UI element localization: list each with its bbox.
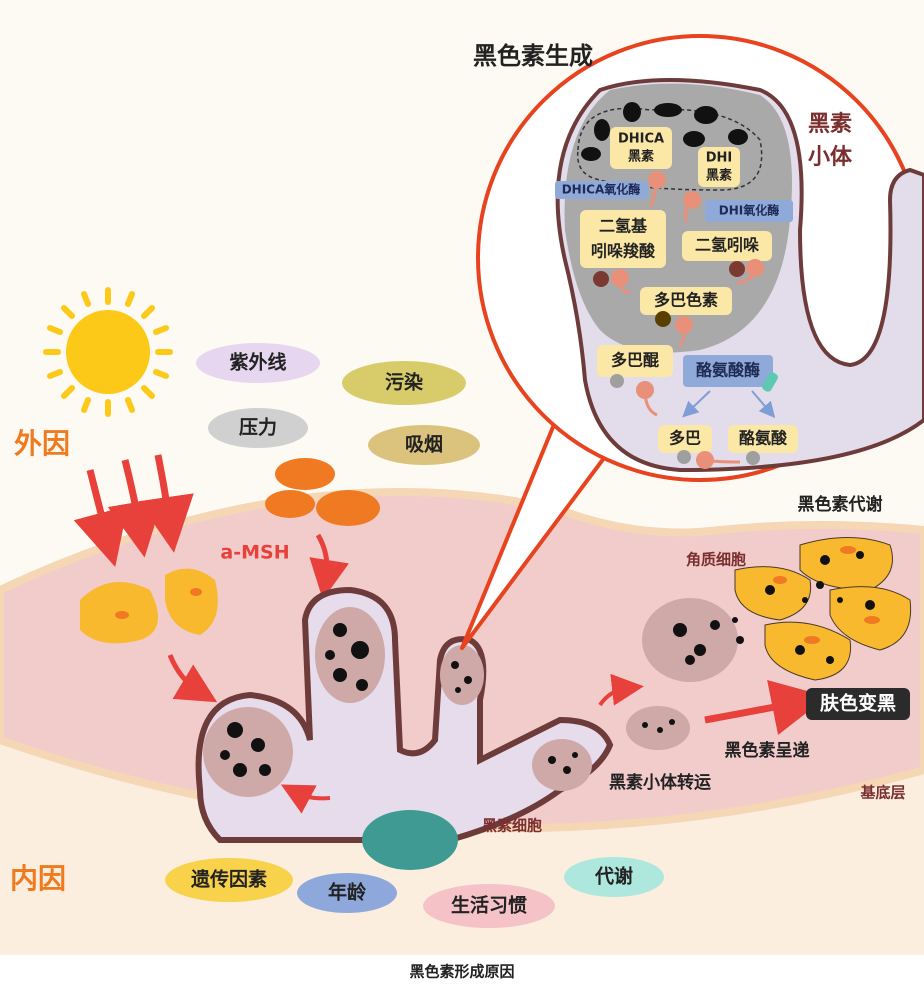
svg-text:生活习惯: 生活习惯: [451, 894, 527, 917]
svg-text:DHI: DHI: [706, 151, 733, 166]
svg-text:吸烟: 吸烟: [405, 433, 443, 456]
melanin-granules: [765, 551, 875, 664]
dopaquinone: 多巴醌: [597, 345, 673, 377]
svg-text:二氢吲哚: 二氢吲哚: [695, 236, 760, 255]
internal-label: 内因: [10, 862, 66, 895]
svg-text:肤色变黑: 肤色变黑: [820, 692, 896, 715]
magnifier-title: 黑色素生成: [473, 42, 593, 70]
melanosome-label-2: 小体: [808, 145, 853, 170]
melanocyte-label: 黑素细胞: [482, 817, 542, 835]
factor-stress: 压力: [208, 408, 308, 448]
factor-metabolism: 代谢: [564, 857, 664, 897]
tyrosinase-arrows: [682, 390, 776, 419]
dhica-oxidase: DHICA氧化酶: [555, 181, 648, 199]
cell-arrow: [167, 654, 218, 703]
darkening-badge: 肤色变黑: [806, 688, 910, 720]
melanin-region: [576, 107, 763, 191]
msh-molecules: [265, 458, 380, 526]
svg-text:酪氨酸: 酪氨酸: [739, 429, 788, 448]
svg-text:酪氨酸酶: 酪氨酸酶: [696, 361, 760, 380]
figure-caption: 黑色素形成原因: [409, 963, 514, 981]
pathway-dots: [593, 261, 778, 465]
sun-icon: [43, 287, 173, 417]
svg-text:多巴醌: 多巴醌: [611, 351, 659, 370]
metabolism-label: 黑色素代谢: [798, 494, 883, 515]
svg-text:DHI氧化酶: DHI氧化酶: [719, 203, 779, 218]
factor-genetics: 遗传因素: [165, 858, 293, 902]
factor-lifestyle: 生活习惯: [423, 884, 555, 928]
affected-cells: [80, 568, 218, 644]
factor-pollution: 污染: [342, 361, 466, 405]
pathway-arrows: [611, 171, 764, 469]
dopa: 多巴: [658, 425, 712, 453]
msh-arrow: [309, 533, 349, 600]
factor-age: 年龄: [297, 873, 397, 913]
melanin-particles: [581, 102, 748, 161]
melanosome-group: [203, 598, 744, 797]
svg-text:紫外线: 紫外线: [229, 351, 286, 374]
external-label: 外因: [14, 427, 70, 460]
svg-text:压力: 压力: [239, 416, 277, 439]
dhica-melanin: DHICA 黑素: [610, 127, 672, 169]
keratinocyte-label: 角质细胞: [686, 551, 746, 569]
tyrosine: 酪氨酸: [728, 425, 798, 453]
svg-text:DHICA: DHICA: [618, 132, 664, 147]
uv-arrows: [73, 454, 194, 568]
tyrosinase: 酪氨酸酶: [683, 355, 773, 387]
svg-text:多巴: 多巴: [669, 429, 701, 448]
nucleus: [362, 810, 458, 870]
svg-text:代谢: 代谢: [594, 865, 633, 888]
svg-text:遗传因素: 遗传因素: [190, 868, 267, 891]
svg-text:污染: 污染: [385, 371, 423, 394]
svg-text:多巴色素: 多巴色素: [654, 291, 718, 310]
basal-layer-label: 基底层: [859, 784, 905, 802]
dhi-oxidase: DHI氧化酶: [705, 200, 793, 222]
svg-text:黑素: 黑素: [706, 168, 732, 184]
dopachrome: 多巴色素: [640, 287, 732, 315]
dhi: 二氢吲哚: [682, 231, 772, 261]
darkening-arrow: [704, 680, 828, 735]
svg-text:年龄: 年龄: [328, 881, 367, 904]
svg-text:黑素: 黑素: [628, 149, 654, 165]
nucleus-arrow: [280, 784, 331, 814]
dhi-melanin: DHI 黑素: [698, 147, 740, 187]
transport-label: 黑素小体转运: [609, 772, 711, 793]
factor-smoking: 吸烟: [368, 425, 480, 465]
caption-strip: [0, 955, 924, 996]
svg-text:二氢基: 二氢基: [599, 217, 648, 236]
svg-text:吲哚羧酸: 吲哚羧酸: [591, 242, 656, 261]
factor-uv: 紫外线: [196, 343, 320, 383]
melanosome-label-1: 黑素: [808, 111, 852, 137]
keratinocyte-nuclei: [773, 546, 880, 644]
presentation-label: 黑色素呈递: [725, 740, 810, 761]
msh-label: a-MSH: [220, 542, 289, 564]
svg-text:DHICA氧化酶: DHICA氧化酶: [562, 182, 641, 197]
transport-arrow: [598, 673, 644, 707]
